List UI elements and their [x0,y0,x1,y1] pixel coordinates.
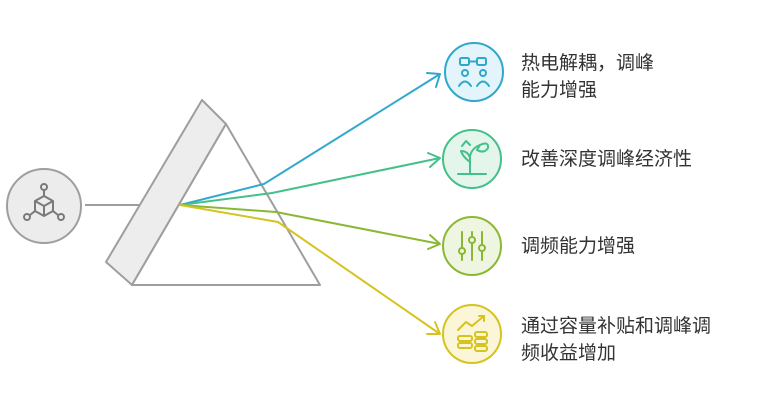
branch-label-1: 热电解耦，调峰 能力增强 [521,52,655,101]
arrowhead-2 [427,152,441,168]
branch-line-3 [179,204,441,245]
arrowhead-4 [426,321,441,335]
decoupling-users-icon [458,57,490,87]
branch-line-2 [179,157,441,206]
icon-node-2 [442,129,502,189]
icon-node-3 [442,216,502,276]
arrowhead-3 [427,234,441,250]
branch-label-4: 通过容量补贴和调峰调 频收益增加 [521,315,712,364]
branch-arrowheads [426,72,441,335]
branch-line-1 [179,73,441,206]
sliders-icon [458,231,486,261]
growing-plant-icon [457,140,490,175]
branch-label-2: 改善深度调峰经济性 [521,148,693,170]
coins-growth-icon [457,315,488,352]
branch-lines [179,73,441,335]
branch-label-3: 调频能力增强 [521,235,636,257]
source-node [6,168,82,244]
cube-network-icon [23,183,65,221]
branch-line-4 [179,204,441,335]
arrowhead-1 [426,72,441,88]
icon-node-1 [444,42,504,102]
icon-node-4 [442,304,502,364]
prism [105,99,321,286]
